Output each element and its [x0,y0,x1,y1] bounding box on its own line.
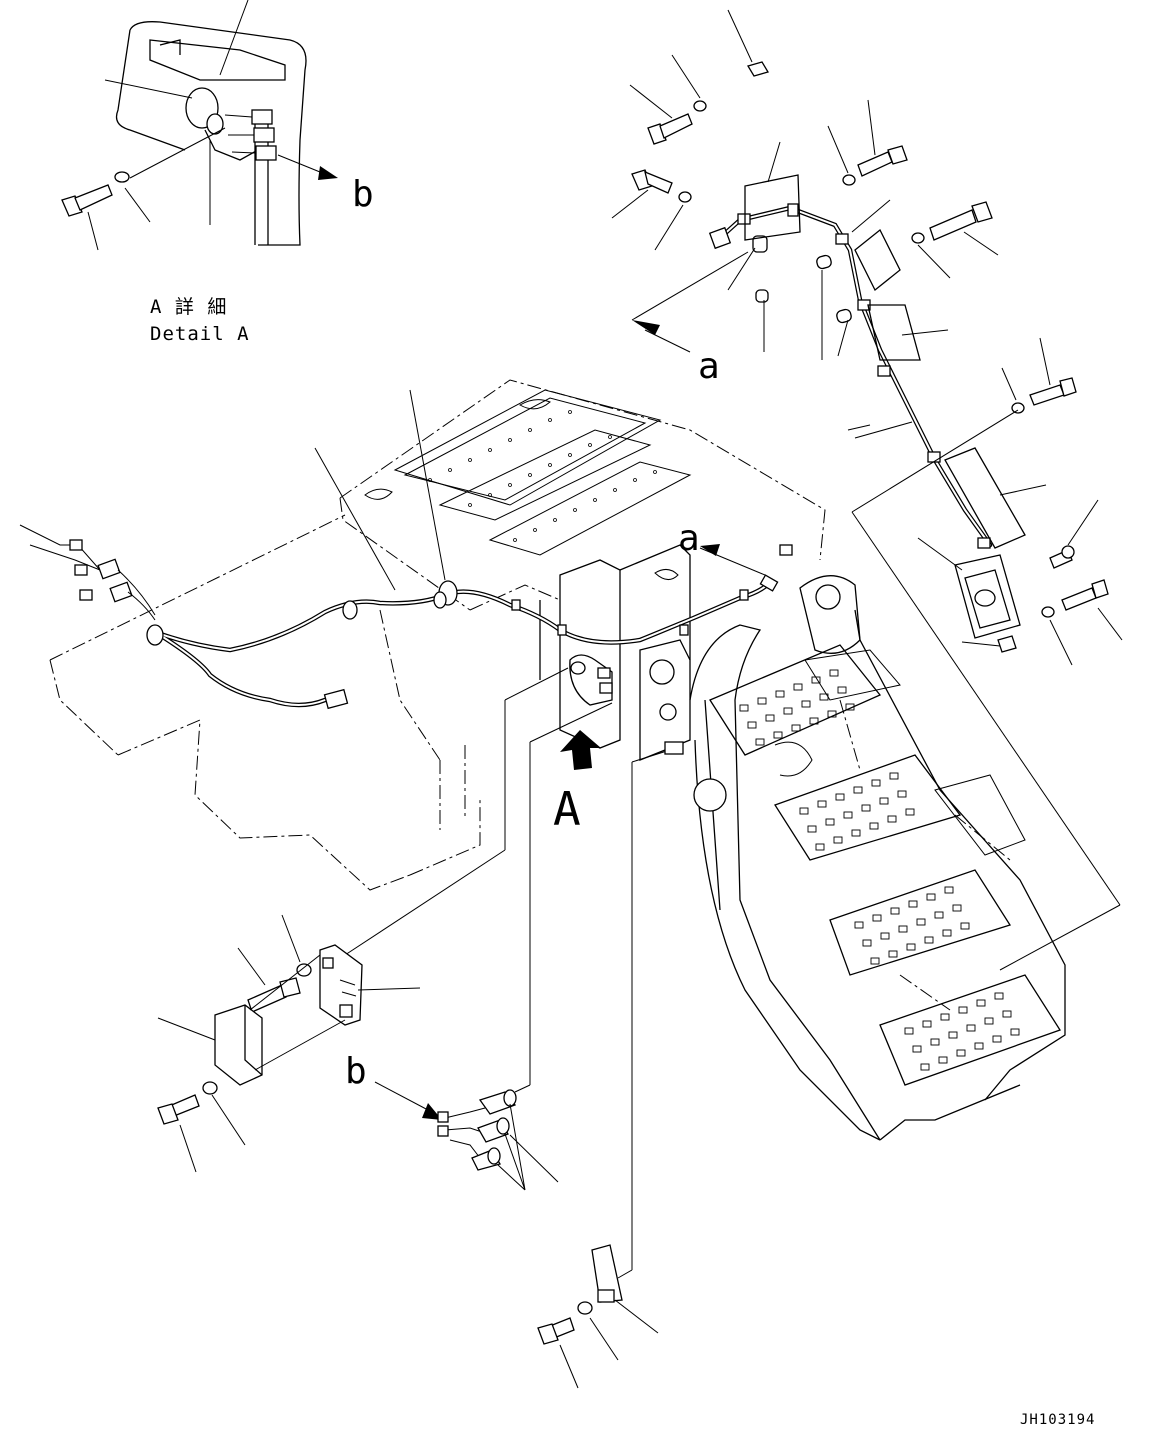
view-marker-a: A [553,782,581,836]
perforated-panels [428,410,657,542]
upper-harness-assembly: a [611,9,1123,906]
lower-bracket-assembly: b [157,914,659,1389]
arrow-a-label: a [698,346,720,387]
leader-arrow-icon [422,1103,442,1120]
detail-a-view: b A 詳 細 Detail A [61,0,374,345]
stair-grating [739,669,1020,1071]
leader-arrow-icon [700,544,720,556]
drawing-id: JH103194 [1020,1412,1095,1428]
view-arrow-icon [560,730,601,770]
detail-title-jp: A 詳 細 [150,296,227,318]
detail-title-en: Detail A [150,323,250,345]
arrow-b-small-label: b [345,1051,367,1092]
access-stairs [664,609,1121,1141]
leader-arrow-icon [632,320,660,335]
arrow-a-small-label: a [678,518,700,559]
leader-arrow-icon [318,166,338,180]
frame-platform: a A [19,379,861,1279]
arrow-b-label: b [352,174,374,215]
